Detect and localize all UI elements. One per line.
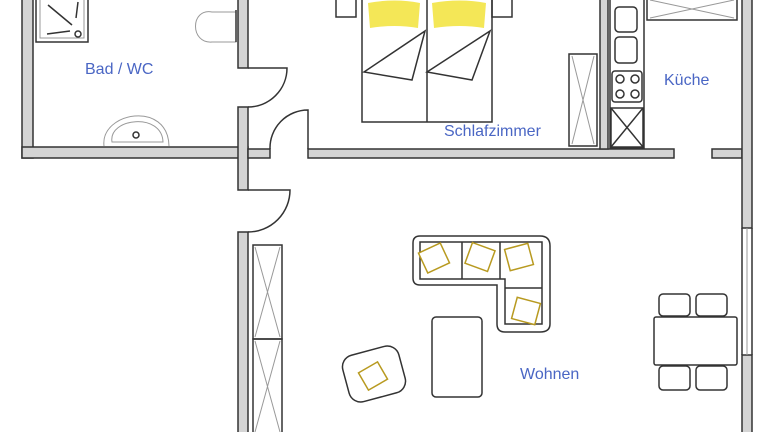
armchair: [341, 345, 407, 403]
room-label-living: Wohnen: [520, 366, 580, 383]
room-label-bathroom: Bad / WC: [85, 61, 154, 78]
kitchen-counter: [609, 0, 738, 149]
coffee-table: [431, 316, 483, 398]
living-cabinets: [252, 244, 283, 432]
shower: [35, 0, 89, 43]
corner-sofa: [412, 235, 551, 333]
wardrobe-bedroom: [568, 53, 598, 147]
doors: [247, 67, 309, 233]
window: [741, 228, 753, 355]
double-bed: [335, 0, 513, 123]
dining-set: [653, 293, 738, 391]
room-label-kitchen: Küche: [664, 72, 710, 89]
room-label-bedroom: Schlafzimmer: [444, 123, 541, 140]
toilet: [195, 10, 237, 43]
washbasin: [103, 115, 170, 147]
